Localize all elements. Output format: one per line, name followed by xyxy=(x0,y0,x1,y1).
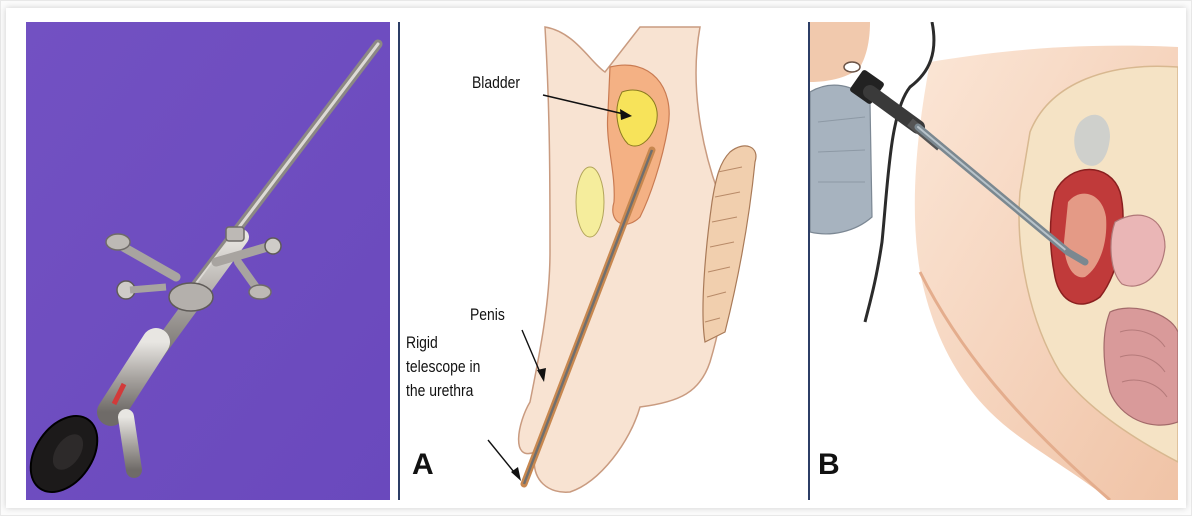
panel-b-female-diagram: B xyxy=(810,22,1178,500)
male-anatomy-illustration xyxy=(400,22,810,500)
panel-a-letter: A xyxy=(412,448,434,482)
cystoscope-photo xyxy=(26,22,390,500)
penis-label: Penis xyxy=(470,304,505,326)
rigid-telescope-label-line3: the urethra xyxy=(406,380,473,402)
coupling-collar xyxy=(169,283,213,311)
pubic-bone xyxy=(576,167,604,237)
panel-a-male-diagram: Bladder Penis Rigid telescope in the ure… xyxy=(400,22,810,500)
rigid-telescope-label-line1: Rigid xyxy=(406,332,438,354)
surgical-mask xyxy=(810,85,872,234)
physician-eye xyxy=(844,62,860,72)
cystoscope-illustration xyxy=(26,22,390,500)
female-anatomy-illustration xyxy=(810,22,1178,500)
panel-b-letter: B xyxy=(818,448,840,482)
bladder-label: Bladder xyxy=(472,72,520,94)
rigid-telescope-label-line2: telescope in xyxy=(406,356,480,378)
light-post xyxy=(126,417,134,470)
